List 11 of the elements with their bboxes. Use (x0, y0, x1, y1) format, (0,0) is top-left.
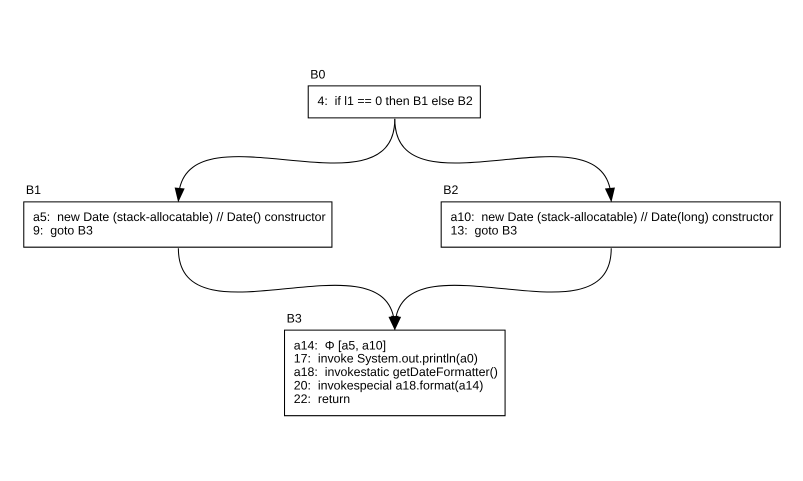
node-label: B0 (310, 66, 326, 81)
arrow (174, 118, 396, 202)
node-label: B3 (286, 311, 302, 326)
node-box: 4: if l1 == 0 then B1 else B2 (308, 84, 481, 118)
node-box: a10: new Date (stack-allocatable) // Date(long) constructor 13: goto B3 (440, 200, 781, 248)
node-label: B1 (26, 182, 41, 197)
node-box: a5: new Date (stack-allocatable) // Date() constructor 9: goto B3 (23, 200, 332, 248)
arrow (394, 118, 615, 202)
node-box: a14: Φ [a5, a10] 17: invoke System.out.println(a0) a18: invokestatic getDateFormatter() 20: invokespecial a18.format(a14) 22: return (284, 329, 506, 416)
arrow (391, 248, 612, 330)
node-label: B2 (443, 182, 458, 197)
